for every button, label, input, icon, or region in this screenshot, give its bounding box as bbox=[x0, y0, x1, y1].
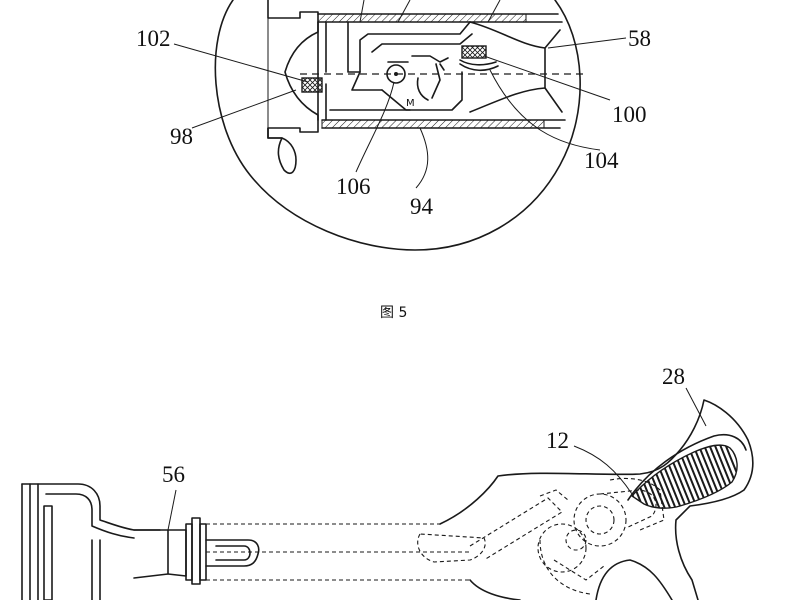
detail-view: 102 58 100 98 104 106 94 M bbox=[136, 0, 651, 251]
label-56: 56 bbox=[162, 462, 185, 487]
seal-right bbox=[461, 45, 487, 59]
pawl bbox=[347, 21, 471, 73]
handle-grip bbox=[37, 483, 161, 531]
seal-left bbox=[301, 77, 323, 93]
tube-lower-wall bbox=[321, 119, 545, 129]
leaders-top bbox=[173, 0, 627, 189]
label-100: 100 bbox=[612, 102, 647, 127]
label-mark: M bbox=[406, 98, 415, 109]
jaw-body bbox=[439, 399, 754, 600]
ribbed-grip bbox=[630, 444, 738, 509]
label-106: 106 bbox=[336, 174, 371, 199]
label-98: 98 bbox=[170, 124, 193, 149]
collar bbox=[133, 529, 169, 579]
label-28: 28 bbox=[662, 364, 685, 389]
label-104: 104 bbox=[584, 148, 619, 173]
detail-circle bbox=[214, 0, 581, 251]
figure-caption: 图 5 bbox=[380, 305, 407, 321]
tube bbox=[205, 523, 470, 581]
linkage-hidden bbox=[417, 477, 665, 595]
right-cone bbox=[469, 21, 561, 49]
label-102: 102 bbox=[136, 26, 171, 51]
label-94: 94 bbox=[410, 194, 434, 219]
label-58: 58 bbox=[628, 26, 651, 51]
tool-view: 28 12 56 bbox=[21, 364, 754, 600]
label-12: 12 bbox=[546, 428, 569, 453]
tube-upper-wall bbox=[317, 13, 527, 23]
